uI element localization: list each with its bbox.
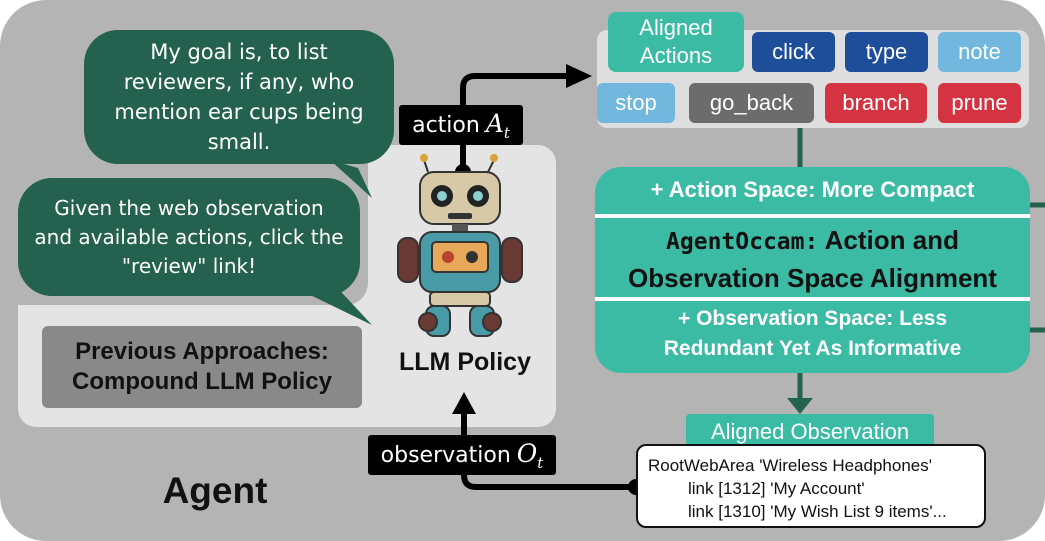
agent-label: Agent [162,470,268,511]
obs-arrow-line [461,410,636,490]
action-chip-type: type [845,32,928,72]
divider-bottom [595,297,1030,301]
observation-tag-text: observation [380,442,511,468]
observation-line: RootWebArea 'Wireless Headphones' [648,456,932,475]
agentoccam-title: AgentOccam: Action and Observation Space… [628,225,997,293]
observation-line: link [1312] 'My Account' [688,479,865,498]
agentoccam-box: + Action Space: More Compact AgentOccam:… [595,167,1030,373]
action-chip-go-back: go_back [689,83,814,123]
divider-top [595,214,1030,218]
action-chip-click: click [752,32,835,72]
aligned-actions-label: Aligned Actions [608,12,744,72]
llm-policy-label: LLM Policy [399,348,531,376]
robot-icon [397,154,523,337]
obs-arrowhead [787,398,813,414]
action-arrowhead [566,64,592,88]
goal-speech-bubble: My goal is, to list reviewers, if any, w… [84,30,394,164]
observation-line: link [1310] 'My Wish List 9 items'... [688,502,947,521]
action-tag-text: action [412,112,480,138]
observation-tag: observation Ot [368,435,556,475]
observation-space-caption: + Observation Space: Less Redundant Yet … [663,307,962,360]
observation-tag-symbol: Ot [516,438,544,472]
action-space-caption: + Action Space: More Compact [650,177,975,202]
previous-approaches-subtitle: Compound LLM Policy [72,368,332,395]
obs-arrow-head [452,392,476,414]
action-chip-prune: prune [938,83,1021,123]
instruction-speech-bubble: Given the web observation and available … [18,178,360,296]
action-tag-symbol: At [485,108,510,142]
previous-approaches-title: Previous Approaches: [75,338,329,365]
action-chip-stop: stop [597,83,675,123]
bubble1-tail [330,160,372,198]
action-arrow-line [460,73,570,172]
previous-approaches-box: Previous Approaches: Compound LLM Policy [42,326,362,408]
observation-text-box: RootWebArea 'Wireless Headphones' link [… [636,444,986,528]
action-chip-branch: branch [825,83,927,123]
action-chip-note: note [938,32,1021,72]
action-tag: action At [399,105,523,145]
